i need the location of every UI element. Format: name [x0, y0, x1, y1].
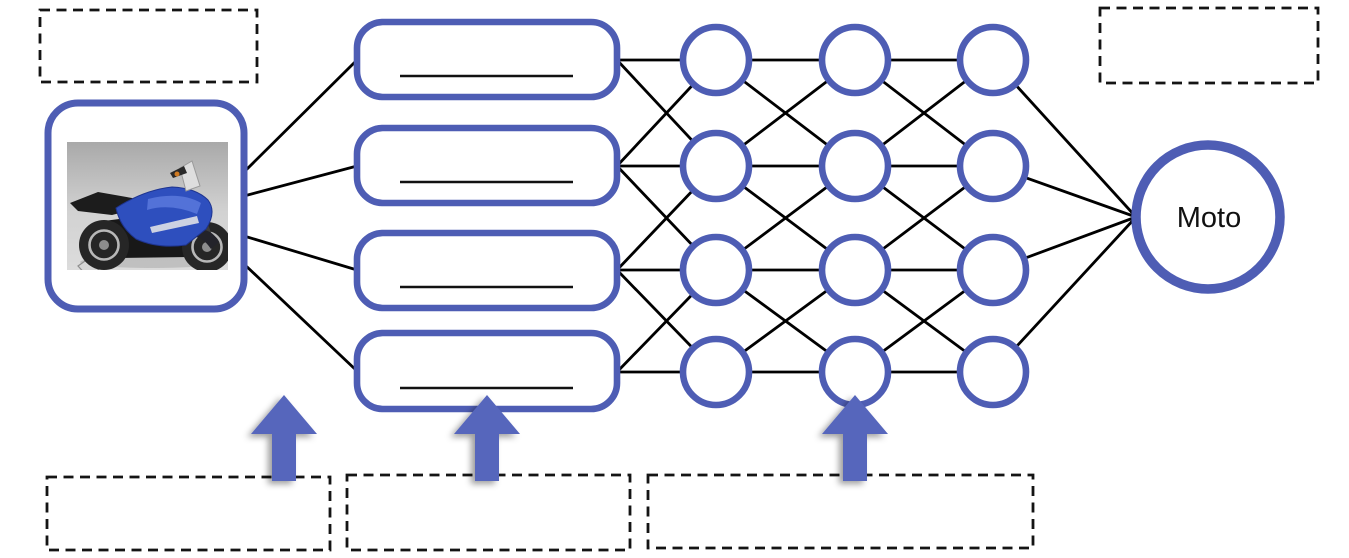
hidden-node: [956, 335, 1030, 409]
motorcycle-image: [67, 142, 228, 270]
connection-line: [242, 234, 359, 272]
placeholder-box-bottom-left: [45, 475, 332, 552]
hidden-node: [956, 23, 1030, 97]
hidden-node: [818, 233, 892, 307]
hidden-node: [818, 129, 892, 203]
feature-boxes: [353, 18, 621, 413]
placeholder-box-top-right: [1098, 6, 1320, 85]
connection-lines: [242, 58, 1138, 374]
connection-line: [242, 58, 359, 174]
placeholder-box-bottom-right: [646, 473, 1035, 550]
up-arrow-icon: [454, 395, 520, 481]
hidden-node: [679, 129, 753, 203]
connection-line: [242, 164, 359, 198]
hidden-node: [956, 129, 1030, 203]
feature-box: [353, 329, 621, 413]
output-node-label: Moto: [1177, 202, 1241, 234]
up-arrow-icon: [822, 395, 888, 481]
placeholder-box-top-left: [38, 8, 259, 84]
hidden-layer-nodes: [679, 23, 1030, 409]
up-arrow-icon: [251, 395, 317, 481]
output-node: Moto: [1131, 140, 1285, 294]
feature-box: [353, 124, 621, 207]
hidden-node: [679, 335, 753, 409]
placeholder-box-bottom-center: [345, 473, 632, 552]
up-arrows: [251, 395, 888, 481]
input-image-node: [44, 99, 248, 313]
hidden-node: [818, 23, 892, 97]
connection-line: [242, 262, 359, 373]
hidden-node: [956, 233, 1030, 307]
feature-box: [353, 18, 621, 101]
hidden-node: [679, 233, 753, 307]
hidden-node: [679, 23, 753, 97]
feature-box: [353, 229, 621, 312]
